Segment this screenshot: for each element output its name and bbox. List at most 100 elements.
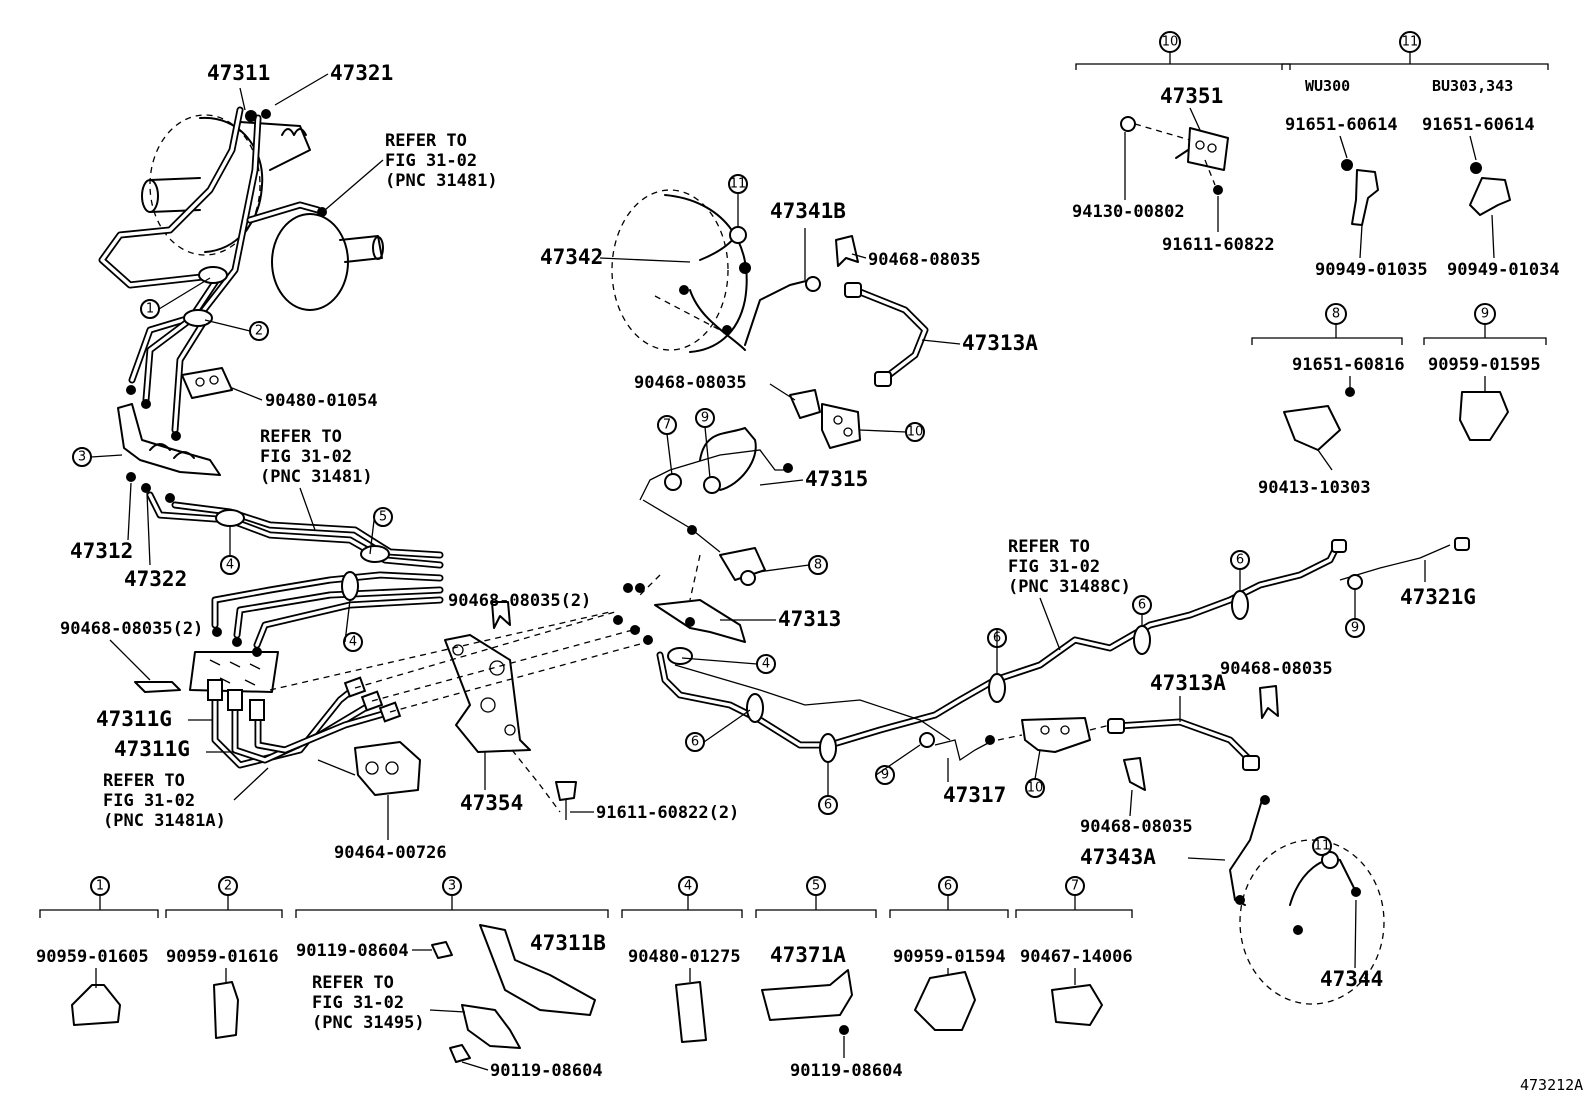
refer-r1-line1: REFER TO — [385, 131, 467, 151]
refer-r2-line1: REFER TO — [260, 427, 342, 447]
label-47315: 47315 — [805, 467, 868, 491]
refer-r3-line3: (PNC 31481A) — [103, 811, 226, 831]
label-47322: 47322 — [124, 567, 187, 591]
label-90413-10303: 90413-10303 — [1258, 478, 1371, 498]
refer-r2-line2: FIG 31-02 — [260, 447, 352, 467]
label-91651-60614-b: 91651-60614 — [1422, 115, 1535, 135]
refer-r4-line2: FIG 31-02 — [1008, 557, 1100, 577]
figure-code: 473212A — [1520, 1076, 1583, 1094]
clip-shape-2 — [213, 981, 239, 1039]
group-10-num: 10 — [1162, 35, 1179, 50]
label-90468-08035-2-center: 90468-08035(2) — [448, 591, 591, 611]
clip-shape-1 — [71, 984, 121, 1026]
label-91611-60822-2: 91611-60822(2) — [596, 803, 739, 823]
mounting-plate-left — [189, 651, 279, 693]
group-8-box — [1251, 322, 1403, 471]
refer-r1-line3: (PNC 31481) — [385, 171, 498, 191]
callout-9a: 9 — [701, 411, 709, 426]
label-90480-01054: 90480-01054 — [265, 391, 378, 411]
clip-shape-3b — [461, 1004, 521, 1049]
clip-shape-5 — [761, 969, 853, 1021]
clip-90468-08035-c2 — [789, 389, 821, 419]
callout-6d: 6 — [1138, 598, 1146, 613]
label-90464-00726: 90464-00726 — [334, 843, 447, 863]
clip-shape-6 — [914, 971, 976, 1031]
callout-10a: 10 — [907, 425, 924, 440]
bracket-clamp-3 — [117, 403, 221, 503]
clamp-90464-00726 — [317, 741, 421, 796]
label-47341b: 47341B — [770, 199, 846, 223]
legend-3-refer-3: (PNC 31495) — [312, 1013, 425, 1033]
clip-shape-7 — [1051, 984, 1103, 1026]
rear-drum-right — [1229, 795, 1385, 1005]
refer-r3-line1: REFER TO — [103, 771, 185, 791]
line-47317 — [934, 735, 995, 762]
bracket-10-center — [821, 403, 861, 449]
label-47321g: 47321G — [1400, 585, 1476, 609]
label-91611-60822: 91611-60822 — [1162, 235, 1275, 255]
label-90468-08035-r1: 90468-08035 — [1220, 659, 1333, 679]
master-cylinder-brake-lines — [98, 106, 327, 441]
label-90949-01034: 90949-01034 — [1447, 260, 1560, 280]
group-9-labels: 9 90959-01595 — [1428, 303, 1541, 392]
label-47311g-a: 47311G — [96, 707, 172, 731]
label-bu303-343: BU303,343 — [1432, 77, 1513, 95]
group-11-box — [1281, 50, 1549, 226]
clip-shape-3c — [449, 1044, 471, 1063]
legend-2-part: 90959-01616 — [166, 947, 279, 967]
group-9-num: 9 — [1481, 307, 1489, 322]
label-90959-01595: 90959-01595 — [1428, 355, 1541, 375]
label-47344: 47344 — [1320, 967, 1383, 991]
clip-90468-08035-left — [134, 681, 181, 693]
clip-90468-08035-c1 — [835, 235, 859, 267]
group-11-num: 11 — [1402, 35, 1419, 50]
pipe-clamp-90480-01054 — [181, 367, 233, 399]
refer-r4-line3: (PNC 31488C) — [1008, 577, 1131, 597]
label-94130-00802: 94130-00802 — [1072, 202, 1185, 222]
tube-bundle-47311g — [207, 676, 402, 769]
legend-6-part: 90959-01594 — [893, 947, 1006, 967]
legend-5-part-a: 47371A — [770, 943, 846, 967]
legend-5-part-b: 90119-08604 — [790, 1061, 903, 1081]
legend-7-part: 90467-14006 — [1020, 947, 1133, 967]
callout-7: 7 — [663, 418, 671, 433]
bracket-47354 — [444, 634, 577, 820]
callout-11b: 11 — [1314, 839, 1331, 854]
callout-1: 1 — [146, 302, 154, 317]
legend-num-4: 4 — [684, 879, 692, 894]
callout-5: 5 — [379, 510, 387, 525]
legend-labels: 1 90959-01605 2 90959-01616 3 90119-0860… — [36, 876, 1133, 1081]
label-47342: 47342 — [540, 245, 603, 269]
legend-3-part-c: 90119-08604 — [490, 1061, 603, 1081]
label-91651-60614-a: 91651-60614 — [1285, 115, 1398, 135]
group-8-num: 8 — [1332, 307, 1340, 322]
front-to-rear-brake-lines — [146, 491, 444, 657]
legend-3-part-b: 47311B — [530, 931, 606, 955]
clip-90468-08035-top — [491, 601, 511, 629]
label-47313a-bottom: 47313A — [1150, 671, 1226, 695]
label-47311g-b: 47311G — [114, 737, 190, 761]
clip-shape-3a — [479, 924, 596, 1016]
legend-num-2: 2 — [224, 879, 232, 894]
legend-num-7: 7 — [1071, 879, 1079, 894]
legend-num-6: 6 — [944, 879, 952, 894]
label-47321: 47321 — [330, 61, 393, 85]
label-90468-08035-c1: 90468-08035 — [868, 250, 981, 270]
callout-4a: 4 — [226, 558, 234, 573]
refer-r4-line1: REFER TO — [1008, 537, 1090, 557]
legend-row — [39, 894, 1133, 1063]
label-47351: 47351 — [1160, 84, 1223, 108]
callout-6e: 6 — [1236, 553, 1244, 568]
label-90468-08035-r2: 90468-08035 — [1080, 817, 1193, 837]
group-10-labels: 10 47351 94130-00802 91611-60822 — [1072, 31, 1275, 255]
label-90468-08035-2-left: 90468-08035(2) — [60, 619, 203, 639]
legend-3-refer-2: FIG 31-02 — [312, 993, 404, 1013]
clip-shape-3d — [431, 941, 453, 959]
clip-shape-4 — [675, 981, 707, 1043]
bracket-10-right — [997, 717, 1111, 753]
callout-2: 2 — [255, 324, 263, 339]
callouts: 1 2 3 4 5 4 7 9 11 10 8 4 6 6 9 10 6 6 — [72, 174, 1365, 856]
line-47315 — [639, 427, 793, 501]
label-47313: 47313 — [778, 607, 841, 631]
